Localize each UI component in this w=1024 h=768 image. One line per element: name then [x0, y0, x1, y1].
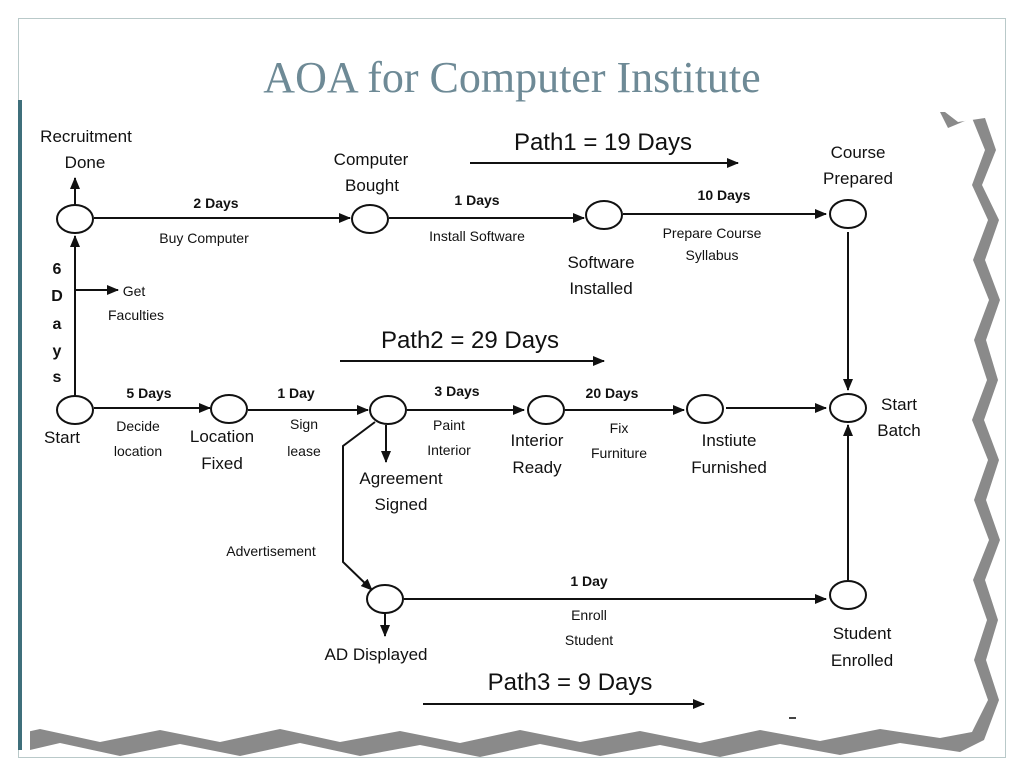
node-agreement-signed — [369, 395, 407, 425]
event-label-start: Start — [44, 428, 80, 447]
slide-accent-bar — [18, 100, 22, 750]
duration-decide-location: 5 Days — [126, 385, 171, 401]
activity-sign-lease-1: Sign — [290, 416, 318, 432]
activity-decide-location-1: Decide — [116, 418, 160, 434]
duration-buy-computer: 2 Days — [193, 195, 238, 211]
activity-buy-computer: Buy Computer — [159, 230, 249, 246]
node-computer-bought — [351, 204, 389, 234]
duration-paint-interior: 3 Days — [434, 383, 479, 399]
activity-decide-location-2: location — [114, 443, 162, 459]
activity-enroll-student-1: Enroll — [571, 607, 607, 623]
activity-enroll-student-2: Student — [565, 632, 613, 648]
activity-fix-furniture-2: Furniture — [591, 445, 647, 461]
event-label-software-installed-1: Software — [567, 253, 634, 272]
event-label-computer-bought-2: Bought — [345, 176, 399, 195]
torn-paper — [22, 108, 989, 743]
event-label-start-batch-2: Batch — [877, 421, 920, 440]
event-label-interior-ready-1: Interior — [511, 431, 564, 450]
path2-label: Path2 = 29 Days — [381, 327, 559, 354]
activity-paint-interior-2: Interior — [427, 442, 471, 458]
event-label-institute-furnished-1: Instiute — [702, 431, 757, 450]
event-label-recruitment-done-1: Recruitment — [40, 127, 132, 146]
event-label-student-enrolled-1: Student — [833, 624, 892, 643]
event-label-recruitment-done-2: Done — [65, 153, 106, 172]
arrow-advertisement — [342, 421, 376, 591]
event-label-start-batch-1: Start — [881, 395, 917, 414]
event-label-location-fixed-2: Fixed — [201, 454, 243, 473]
duration-recruit-char-4: y — [53, 343, 62, 360]
duration-recruit-char-1: 6 — [53, 261, 62, 278]
duration-sign-lease: 1 Day — [277, 385, 315, 401]
activity-prepare-course-2: Syllabus — [686, 247, 739, 263]
node-software-installed — [585, 200, 623, 230]
event-label-agreement-signed-1: Agreement — [359, 469, 442, 488]
path1-label: Path1 = 19 Days — [514, 129, 692, 156]
activity-get-faculties-1: Get — [123, 283, 146, 299]
node-student-enrolled — [829, 580, 867, 610]
event-label-course-prepared-2: Prepared — [823, 169, 893, 188]
node-location-fixed — [210, 394, 248, 424]
node-institute-furnished — [686, 394, 724, 424]
event-label-agreement-signed-2: Signed — [375, 495, 428, 514]
activity-install-software: Install Software — [429, 228, 525, 244]
node-recruitment-done — [56, 204, 94, 234]
node-start — [56, 395, 94, 425]
event-label-software-installed-2: Installed — [569, 279, 632, 298]
activity-fix-furniture-1: Fix — [610, 420, 629, 436]
duration-recruit-char-2: D — [51, 288, 63, 305]
slide-title: AOA for Computer Institute — [263, 53, 761, 102]
event-label-institute-furnished-2: Furnished — [691, 458, 767, 477]
path3-label: Path3 = 9 Days — [488, 669, 653, 696]
duration-recruit-char-3: a — [53, 316, 62, 333]
node-course-prepared — [829, 199, 867, 229]
event-label-interior-ready-2: Ready — [512, 458, 562, 477]
activity-paint-interior-1: Paint — [433, 417, 465, 433]
duration-enroll-student: 1 Day — [570, 573, 608, 589]
duration-recruit-char-5: s — [53, 369, 62, 386]
duration-prepare-course: 10 Days — [698, 187, 751, 203]
event-label-course-prepared-1: Course — [831, 143, 886, 162]
event-label-location-fixed-1: Location — [190, 427, 254, 446]
duration-install-software: 1 Days — [454, 192, 499, 208]
activity-sign-lease-2: lease — [287, 443, 321, 459]
activity-advertisement: Advertisement — [226, 543, 316, 559]
event-label-computer-bought-1: Computer — [334, 150, 409, 169]
event-label-student-enrolled-2: Enrolled — [831, 651, 893, 670]
duration-fix-furniture: 20 Days — [586, 385, 639, 401]
activity-prepare-course-1: Prepare Course — [663, 225, 762, 241]
node-interior-ready — [527, 395, 565, 425]
event-label-ad-displayed: AD Displayed — [325, 645, 428, 664]
activity-get-faculties-2: Faculties — [108, 307, 164, 323]
node-ad-displayed — [366, 584, 404, 614]
node-start-batch — [829, 393, 867, 423]
